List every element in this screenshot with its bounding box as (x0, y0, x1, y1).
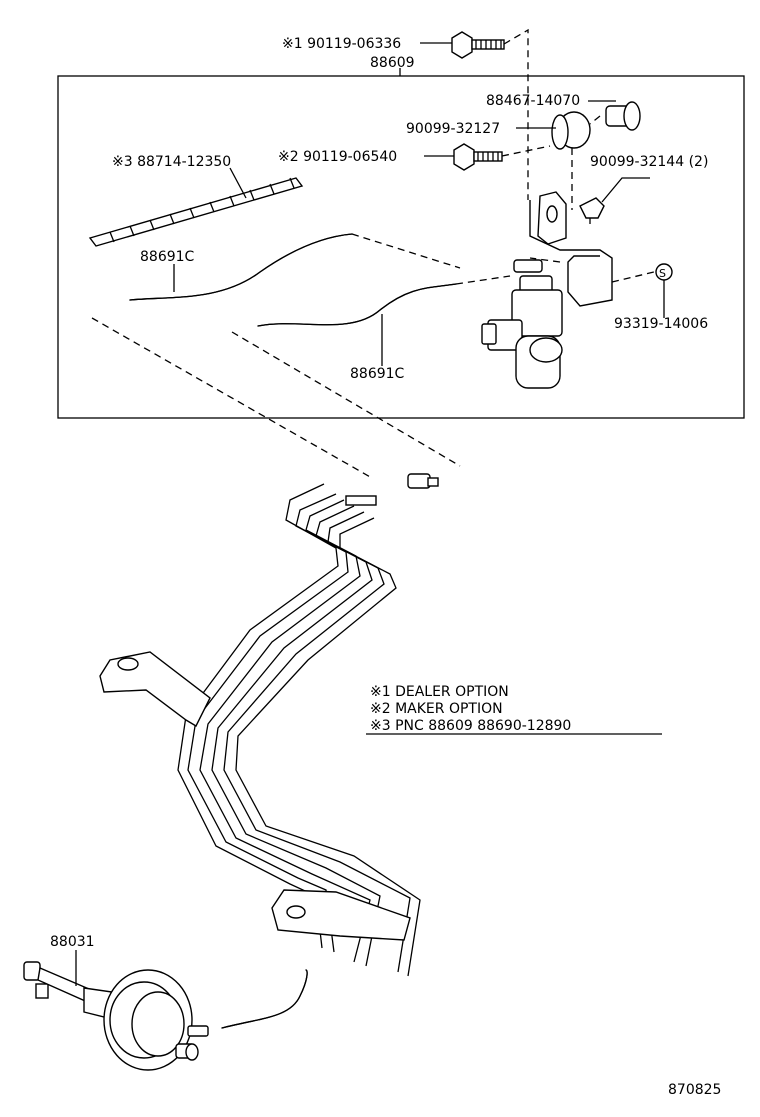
hose-lower-part (257, 283, 457, 327)
clip-part (579, 197, 605, 224)
assembly-frame (57, 75, 745, 419)
label-clip: 90099-32144 (2) (590, 154, 708, 170)
bracket-part (529, 191, 613, 307)
figure-number: 870825 (668, 1082, 721, 1098)
screw-symbol-text: S (659, 267, 666, 280)
note-dealer-option: ※1 DEALER OPTION (370, 684, 509, 700)
pipe-connector-part (407, 473, 439, 489)
cord-part (88, 177, 304, 247)
label-screw: 93319-14006 (614, 316, 708, 332)
note-maker-option: ※2 MAKER OPTION (370, 701, 503, 717)
actuator-part (23, 961, 209, 1071)
bolt-dealer-part (451, 31, 505, 59)
label-bolt-maker: ※2 90119-06540 (278, 149, 397, 165)
hose-actuator-part (221, 969, 308, 1029)
label-cord: ※3 88714-12350 (112, 154, 231, 170)
label-hose-upper: 88691C (140, 249, 195, 265)
cushion-part (551, 111, 591, 150)
cap-part (605, 101, 641, 131)
label-cap: 88467-14070 (486, 93, 580, 109)
note-pnc: ※3 PNC 88609 88690-12890 (370, 718, 571, 734)
bolt-maker-part (453, 143, 503, 171)
label-assembly-pnc: 88609 (370, 55, 415, 71)
upper-mount-bracket (99, 651, 211, 727)
label-hose-lower: 88691C (350, 366, 405, 382)
label-actuator: 88031 (50, 934, 95, 950)
vsv-valve-part (481, 259, 563, 389)
hose-upper-part (129, 233, 353, 301)
vacuum-pipe-bundle (177, 483, 421, 977)
label-cushion: 90099-32127 (406, 121, 500, 137)
label-bolt-dealer: ※1 90119-06336 (282, 36, 401, 52)
lower-mount-bracket (271, 889, 411, 941)
